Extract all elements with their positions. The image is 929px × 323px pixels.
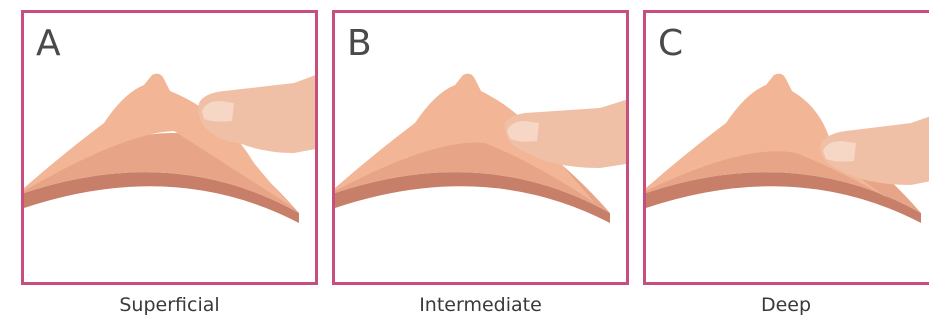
panel-intermediate: B <box>332 10 629 285</box>
panel-letter: A <box>36 23 61 64</box>
deep-illustration <box>646 13 929 285</box>
caption-deep: Deep <box>643 294 929 316</box>
superficial-illustration <box>24 13 318 285</box>
caption-superficial: Superficial <box>21 294 318 316</box>
intermediate-illustration <box>335 13 629 285</box>
panel-deep: C <box>643 10 929 285</box>
panel-superficial: A <box>21 10 318 285</box>
panel-letter: C <box>658 23 683 64</box>
panel-letter: B <box>347 23 372 64</box>
caption-intermediate: Intermediate <box>332 294 629 316</box>
